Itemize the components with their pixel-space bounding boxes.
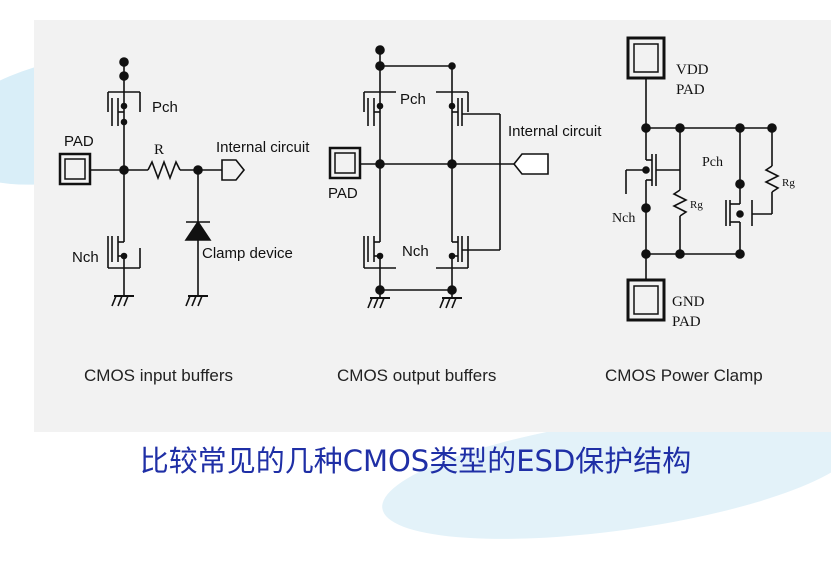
pch-transistor — [436, 91, 500, 132]
vdd-pad-symbol — [626, 36, 666, 80]
gnd-pad-label: PAD — [672, 314, 701, 330]
nch-label: Nch — [612, 211, 635, 226]
nch-transistor — [363, 232, 396, 290]
nch-label: Nch — [72, 249, 99, 266]
input-buffer-caption: CMOS input buffers — [84, 366, 233, 385]
pch-label: Pch — [702, 155, 723, 170]
pad-label: PAD — [328, 185, 358, 202]
output-buffer-caption: CMOS output buffers — [337, 366, 497, 385]
internal-circuit-label: Internal circuit — [216, 139, 310, 156]
rg-resistor — [672, 128, 688, 254]
pad-symbol — [58, 152, 92, 186]
pad-symbol — [328, 146, 362, 180]
vdd-label: VDD — [676, 62, 709, 78]
rg-resistor — [764, 128, 780, 214]
rg-right-label: Rg — [782, 177, 795, 189]
esd-protection-diagram: Pch PAD R Internal circuit Clamp device … — [58, 36, 795, 330]
gnd-label: GND — [672, 294, 705, 310]
power-clamp-circuit: VDD PAD Pch Nch Rg Rg GND PAD — [612, 36, 795, 330]
nch-transistor — [107, 232, 141, 272]
internal-circuit-label: Internal circuit — [508, 123, 602, 140]
input-buffer-circuit: Pch PAD R Internal circuit Clamp device … — [58, 57, 310, 307]
resistor-label: R — [154, 142, 164, 158]
diagram-panel — [34, 20, 831, 432]
nch-transistor — [436, 232, 500, 290]
pch-transistor — [107, 90, 141, 130]
clamp-diode — [184, 170, 212, 307]
page-title: 比较常见的几种CMOS类型的ESD保护结构 — [139, 444, 692, 478]
nch-transistor — [625, 154, 680, 254]
output-buffer-circuit: Pch PAD Internal circuit Nch — [328, 45, 602, 309]
nch-label: Nch — [402, 243, 429, 260]
clamp-device-label: Clamp device — [202, 245, 293, 262]
gnd-pad-symbol — [626, 278, 666, 322]
pad-label: PAD — [64, 133, 94, 150]
rg-left-label: Rg — [690, 199, 703, 211]
power-clamp-caption: CMOS Power Clamp — [605, 366, 763, 385]
pch-label: Pch — [400, 91, 426, 108]
resistor — [124, 159, 198, 181]
pch-label: Pch — [152, 99, 178, 116]
pch-transistor — [725, 184, 772, 254]
vdd-pad-label: PAD — [676, 82, 705, 98]
pch-transistor — [363, 91, 396, 132]
